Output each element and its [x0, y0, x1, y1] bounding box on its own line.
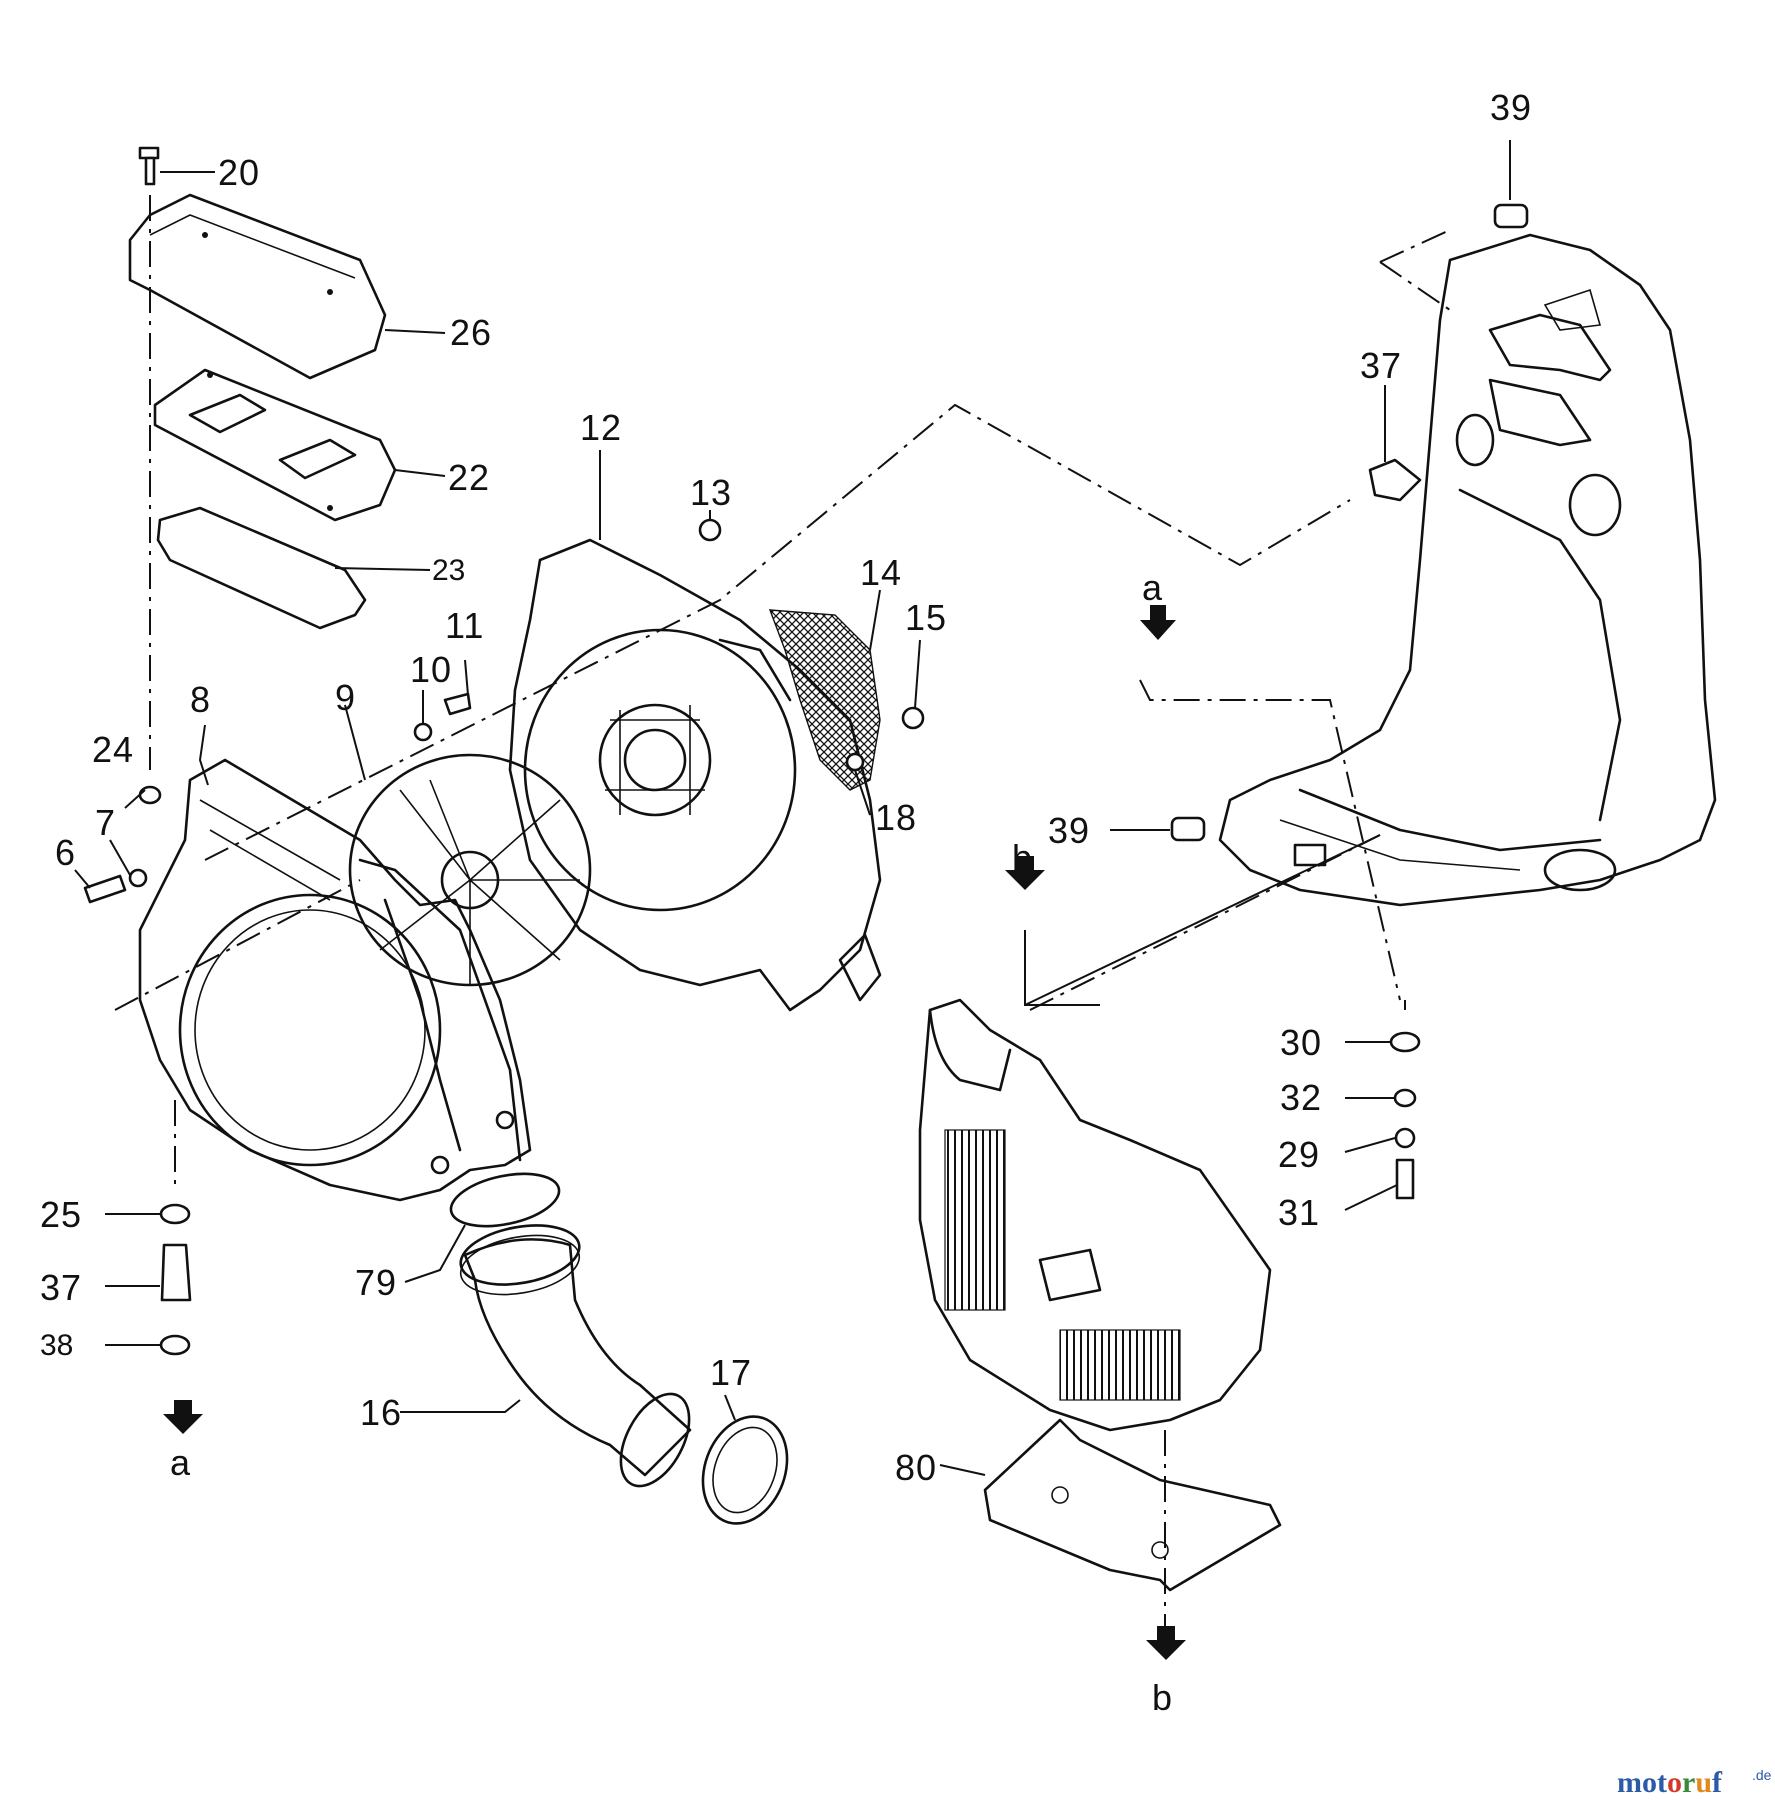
- damper-37-bottom: [160, 1243, 192, 1302]
- nut-13: [698, 518, 722, 542]
- assembly-line-a-path: [1139, 679, 1401, 1001]
- watermark-letter-t: t: [1657, 1766, 1667, 1799]
- callout-17: 17: [710, 1352, 752, 1393]
- callout-6: 6: [55, 832, 76, 873]
- bolt-18: [845, 752, 865, 772]
- fan-housing-8: [138, 758, 532, 1202]
- case-12: [508, 538, 882, 1012]
- impeller-9: [348, 753, 592, 987]
- callout-39-mid: 39: [1048, 810, 1090, 851]
- assembly-line-main: [204, 403, 1351, 861]
- callout-25: 25: [40, 1194, 82, 1235]
- callout-79: 79: [355, 1262, 397, 1303]
- callout-23: 23: [432, 554, 465, 587]
- bolt-11: [443, 692, 472, 716]
- bolt-6: [83, 874, 127, 904]
- back-frame: [1218, 233, 1717, 907]
- washer-38: [159, 1334, 191, 1356]
- band-17: [701, 1415, 789, 1525]
- elbow-pipe-16: [459, 1224, 692, 1488]
- arrow-a-up-icon: [1140, 605, 1176, 640]
- callout-14: 14: [860, 552, 902, 593]
- washer-25: [159, 1203, 191, 1225]
- arrow-b-bottom-up-icon: [1146, 1626, 1186, 1660]
- callout-22: 22: [448, 457, 490, 498]
- callout-9: 9: [335, 677, 356, 718]
- callout-30: 30: [1280, 1022, 1322, 1063]
- arrow-a-down-icon: [163, 1400, 203, 1434]
- callout-80: 80: [895, 1447, 937, 1488]
- callout-11: 11: [445, 605, 484, 646]
- callout-37-bottom: 37: [40, 1267, 82, 1308]
- watermark-letter-u: u: [1695, 1766, 1712, 1799]
- callout-12: 12: [580, 407, 622, 448]
- callout-16: 16: [360, 1392, 402, 1433]
- marker-b-left: b: [1012, 837, 1033, 878]
- callout-7: 7: [95, 802, 116, 843]
- svg-text:motoruf: motoruf: [1617, 1766, 1723, 1799]
- ring-79: [449, 1172, 561, 1228]
- watermark-letter-r: r: [1682, 1766, 1695, 1799]
- watermark-letter-m: m: [1617, 1766, 1642, 1799]
- callout-8: 8: [190, 679, 211, 720]
- pad-23: [156, 506, 367, 630]
- callout-26: 26: [450, 312, 492, 353]
- cover-plate-26: [128, 193, 387, 380]
- washer-7: [128, 868, 148, 888]
- callout-31: 31: [1278, 1192, 1320, 1233]
- damper-37-top: [1368, 458, 1422, 502]
- watermark-letter-f: f: [1712, 1766, 1723, 1799]
- callout-38: 38: [40, 1329, 73, 1362]
- assembly-line-frame-top: [1379, 229, 1451, 311]
- watermark-letter-o: o: [1642, 1766, 1657, 1799]
- assembly-line-b-path: [1029, 834, 1381, 1011]
- bolt-15: [901, 706, 925, 730]
- washer-10: [413, 722, 433, 742]
- marker-a-bottom: a: [170, 1442, 191, 1483]
- bushing-39-top: [1493, 203, 1529, 229]
- callout-24: 24: [92, 729, 134, 770]
- callout-29: 29: [1278, 1134, 1320, 1175]
- callout-18: 18: [875, 797, 917, 838]
- watermark-suffix: .de: [1752, 1767, 1772, 1783]
- callout-20: 20: [218, 152, 260, 193]
- gasket-22: [153, 368, 397, 522]
- washer-30: [1389, 1031, 1421, 1053]
- arrow-b-up-icon: [1005, 856, 1045, 890]
- pad-80: [983, 1418, 1282, 1592]
- bushing-29: [1394, 1127, 1416, 1149]
- marker-a-top: a: [1142, 567, 1163, 608]
- callout-10: 10: [410, 649, 452, 690]
- watermark-logo: motoruf .de: [1617, 1766, 1772, 1799]
- callout-39-top: 39: [1490, 87, 1532, 128]
- callout-37-top: 37: [1360, 345, 1402, 386]
- nut-32: [1393, 1088, 1417, 1108]
- assembly-line-housing: [114, 879, 361, 1011]
- bolt-31: [1395, 1158, 1415, 1200]
- bushing-39-mid: [1170, 816, 1206, 842]
- callout-13: 13: [690, 472, 732, 513]
- callout-32: 32: [1280, 1077, 1322, 1118]
- callout-15: 15: [905, 597, 947, 638]
- nut-24: [138, 785, 162, 805]
- watermark-letter-o2: o: [1667, 1766, 1682, 1799]
- bolt-20: [138, 146, 160, 186]
- fuel-tank: [918, 998, 1272, 1432]
- marker-b-bottom: b: [1152, 1677, 1173, 1718]
